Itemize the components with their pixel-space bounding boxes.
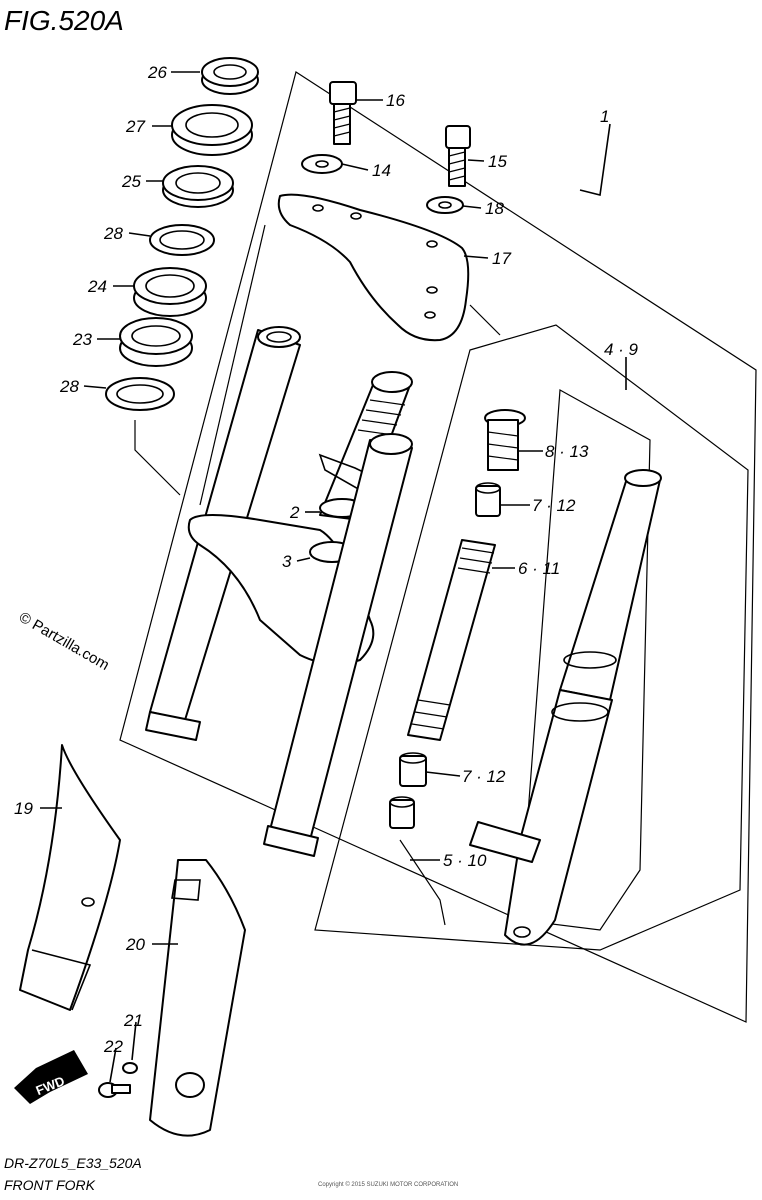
steering-stem [319,371,413,521]
callout-22: 22 [103,1037,123,1056]
callout-8-13: 8 · 13 [545,442,589,461]
callout-27: 27 [125,117,145,136]
callout-3: 3 [282,552,292,571]
callout-20: 20 [125,935,145,954]
spring-6-11 [407,539,496,741]
bolt-15 [445,125,471,187]
callout-5-10: 5 · 10 [443,851,487,870]
fork-tube-right [263,433,413,857]
bearing-race-24 [133,267,207,317]
cap-guide-line [399,839,446,926]
callout-2: 2 [289,503,300,522]
callout-4-9: 4 · 9 [604,340,639,359]
cap-5-10 [389,796,415,829]
ball-bearing-28-lower [105,377,175,411]
ball-bearing-28-upper [149,224,215,256]
callout-17: 17 [492,249,511,268]
bolt-8-13 [484,409,526,471]
steering-nut-26 [201,57,259,95]
callout-21: 21 [123,1011,143,1030]
dust-seal-27 [171,104,253,156]
copyright-fine-print: Copyright © 2015 SUZUKI MOTOR CORPORATIO… [318,1181,458,1188]
bearing-race-23 [119,317,193,367]
assembly-outline [119,71,757,1023]
bearing-race-25 [162,165,234,208]
fork-guard-19 [19,744,121,1011]
bolt-16 [329,81,357,145]
callout-18: 18 [485,199,504,218]
callout-23: 23 [72,330,92,349]
callout-7-12-upper: 7 · 12 [532,496,576,515]
callout-28-lower: 28 [59,377,79,396]
watermark: © Partzilla.com [16,609,112,674]
callout-25: 25 [121,172,141,191]
leader-lines [40,71,627,1083]
bracket-line [199,224,266,506]
washer-18 [426,196,464,214]
bolt-22 [98,1082,131,1098]
bearing-guide-line [134,420,181,496]
callout-26: 26 [147,63,167,82]
washer-21 [122,1062,138,1074]
figure-title: FIG.520A [4,5,124,36]
upper-bracket-17 [277,193,470,342]
callout-28-upper: 28 [103,224,123,243]
spacer-7-12-upper [475,482,501,517]
spacer-7-12-lower [399,752,427,787]
subassembly-outline [314,324,749,951]
outer-tube [469,469,662,946]
callout-16: 16 [386,91,405,110]
callout-6-11: 6 · 11 [518,559,560,578]
figure-code: DR-Z70L5_E33_520A [4,1155,142,1171]
callout-15: 15 [488,152,507,171]
callout-7-12-lower: 7 · 12 [462,767,506,786]
callout-24: 24 [87,277,107,296]
callout-19: 19 [14,799,33,818]
figure-name: FRONT FORK [4,1177,96,1193]
callout-14: 14 [372,161,391,180]
callout-1: 1 [600,107,609,126]
washer-14 [301,154,343,174]
fwd-arrow-icon: FWD [14,1050,88,1104]
fork-cover-20 [149,859,246,1137]
bracket-line-2 [469,304,501,336]
